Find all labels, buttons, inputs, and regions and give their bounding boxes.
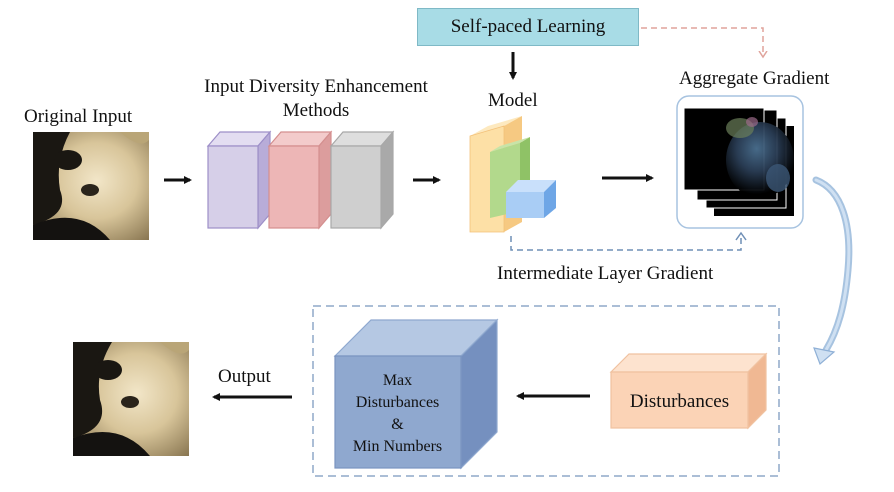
self-paced-learning-box: Self-paced Learning (417, 8, 639, 46)
gradient-map-stack-icon (683, 107, 794, 216)
method-cube-gray (329, 130, 395, 230)
methods-label-line2: Methods (282, 100, 350, 121)
max-line-1: Max (382, 372, 413, 389)
max-line-3: & (391, 416, 404, 433)
original-input-image (33, 132, 149, 240)
model-label: Model (488, 90, 538, 111)
selfpaced-to-aggregate-link (641, 27, 763, 56)
methods-label-line1: Input Diversity Enhancement (204, 76, 428, 97)
method-cube-purple (206, 130, 272, 230)
output-image (73, 342, 189, 456)
method-cube-red (267, 130, 333, 230)
aggregate-gradient-label: Aggregate Gradient (679, 68, 830, 89)
optimization-container (312, 305, 780, 477)
max-disturbances-cube (333, 318, 499, 470)
model-icon (469, 116, 556, 233)
original-input-label: Original Input (24, 106, 133, 127)
disturbances-label: Disturbances (629, 391, 730, 412)
curved-arrow-to-disturbances (812, 176, 853, 366)
max-disturbances-label: Max Disturbances & Min Numbers (335, 370, 460, 458)
disturbances-cube (609, 352, 768, 430)
max-line-4: Min Numbers (352, 438, 443, 455)
intermediate-gradient-link (510, 236, 742, 251)
max-line-2: Disturbances (355, 394, 440, 411)
intermediate-gradient-label: Intermediate Layer Gradient (497, 263, 714, 284)
output-label: Output (218, 366, 271, 387)
